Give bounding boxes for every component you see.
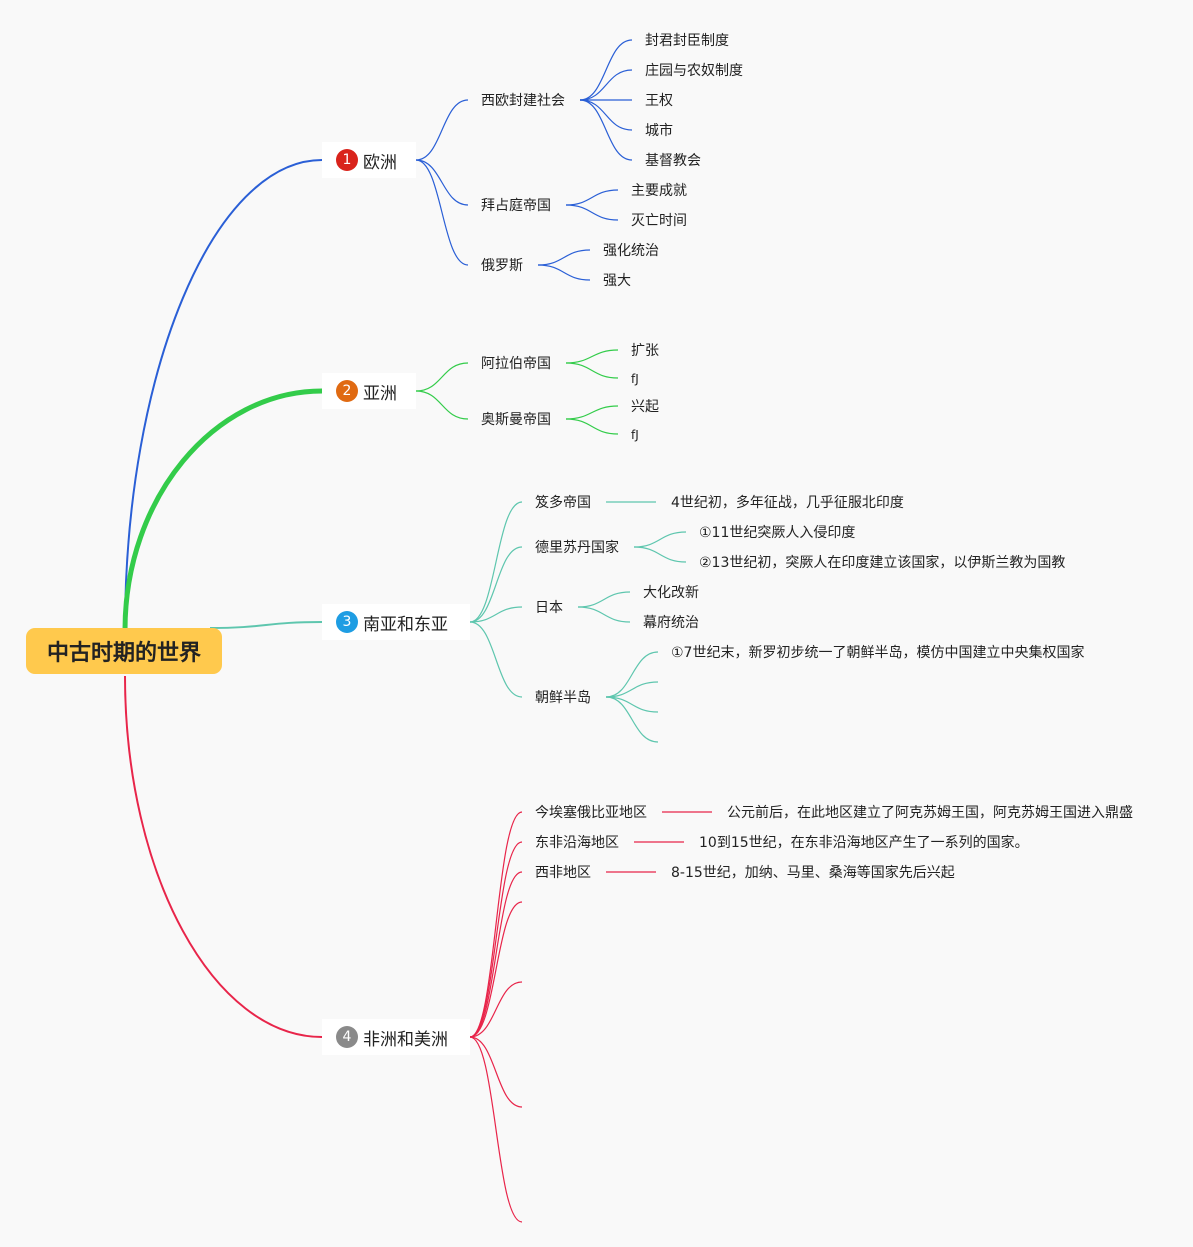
- number-badge: 2: [336, 380, 358, 402]
- node-west-africa[interactable]: 西非地区: [535, 865, 591, 881]
- connector-line: [537, 264, 591, 281]
- connector-line: [605, 696, 659, 743]
- connector-root-africa: [124, 675, 323, 1038]
- leaf[interactable]: 主要成就: [631, 183, 687, 199]
- connector-root-europe: [124, 159, 323, 631]
- connector-root-asia: [122, 388, 323, 631]
- leaf[interactable]: 10到15世纪，在东非沿海地区产生了一系列的国家。: [699, 835, 1029, 851]
- connector-line: [469, 841, 523, 1038]
- connector-line: [605, 696, 659, 713]
- connector-line: [577, 591, 631, 608]
- node-east-africa-coast[interactable]: 东非沿海地区: [535, 835, 619, 851]
- connector-line: [469, 606, 523, 623]
- connector-line: [565, 362, 619, 379]
- root-title: 中古时期的世界: [46, 641, 201, 666]
- leaf[interactable]: 兴起: [631, 399, 659, 415]
- connector-line: [469, 1036, 523, 1223]
- leaf[interactable]: 城市: [645, 123, 673, 139]
- leaf[interactable]: 扩张: [631, 343, 659, 359]
- leaf[interactable]: 基督教会: [645, 153, 701, 169]
- leaf[interactable]: 庄园与农奴制度: [645, 63, 743, 79]
- node-russia[interactable]: 俄罗斯: [481, 258, 523, 274]
- connector-line: [565, 204, 619, 221]
- connector-line: [565, 349, 619, 364]
- branch-label: 亚洲: [363, 383, 397, 404]
- number-badge: 1: [336, 149, 358, 171]
- node-ethiopia[interactable]: 今埃塞俄比亚地区: [535, 805, 647, 821]
- connector-line: [415, 99, 469, 161]
- connector-line: [469, 621, 523, 698]
- leaf[interactable]: 幕府统治: [643, 615, 699, 631]
- leaf[interactable]: 公元前后，在此地区建立了阿克苏姆王国，阿克苏姆王国进入鼎盛: [727, 805, 1133, 821]
- leaf[interactable]: 8-15世纪，加纳、马里、桑海等国家先后兴起: [671, 865, 955, 881]
- connector-line: [415, 159, 469, 206]
- connector-line: [469, 1036, 523, 1108]
- connector-line: [469, 871, 523, 1038]
- node-japan[interactable]: 日本: [535, 600, 563, 616]
- connector-line: [469, 981, 523, 1038]
- connector-line: [415, 159, 469, 266]
- branch-label: 南亚和东亚: [363, 614, 448, 635]
- connector-line: [565, 189, 619, 206]
- leaf[interactable]: 封君封臣制度: [645, 33, 729, 49]
- leaf[interactable]: 大化改新: [643, 585, 699, 601]
- leaf[interactable]: ①7世纪末，新罗初步统一了朝鲜半岛，模仿中国建立中央集权国家: [671, 645, 1085, 661]
- leaf[interactable]: 4世纪初，多年征战，几乎征服北印度: [671, 495, 904, 511]
- root-node[interactable]: 中古时期的世界: [26, 628, 222, 674]
- connector-line: [565, 418, 619, 435]
- number-badge: 4: [336, 1026, 358, 1048]
- connector-line: [469, 811, 523, 1038]
- connector-line: [579, 99, 633, 131]
- leaf[interactable]: fJ: [631, 372, 639, 386]
- node-arab-empire[interactable]: 阿拉伯帝国: [481, 356, 551, 372]
- branch-label: 非洲和美洲: [363, 1029, 448, 1050]
- node-gupta-empire[interactable]: 笈多帝国: [535, 495, 591, 511]
- connector-line: [469, 901, 523, 1038]
- connector-line: [633, 531, 687, 548]
- leaf[interactable]: fJ: [631, 428, 639, 442]
- connector-line: [415, 390, 469, 420]
- connector-root-south-asia: [209, 621, 323, 629]
- connector-line: [579, 39, 633, 101]
- node-west-europe-feudal[interactable]: 西欧封建社会: [481, 93, 565, 109]
- connector-line: [469, 546, 523, 623]
- number-badge: 3: [336, 611, 358, 633]
- branch-europe[interactable]: 1 欧洲: [322, 142, 416, 178]
- branch-africa-americas[interactable]: 4 非洲和美洲: [322, 1019, 470, 1055]
- node-delhi-sultanate[interactable]: 德里苏丹国家: [535, 540, 619, 556]
- connector-line: [577, 606, 631, 623]
- leaf[interactable]: 王权: [645, 93, 673, 109]
- node-byzantine[interactable]: 拜占庭帝国: [481, 198, 551, 214]
- leaf[interactable]: 灭亡时间: [631, 213, 687, 229]
- connector-line: [537, 249, 591, 266]
- leaf[interactable]: 强大: [603, 273, 631, 289]
- node-korean-peninsula[interactable]: 朝鲜半岛: [535, 690, 591, 706]
- connector-line: [633, 546, 687, 563]
- branch-south-east-asia[interactable]: 3 南亚和东亚: [322, 604, 470, 640]
- connector-line: [579, 69, 633, 101]
- connector-line: [605, 651, 659, 698]
- leaf[interactable]: ②13世纪初，突厥人在印度建立该国家，以伊斯兰教为国教: [699, 555, 1066, 571]
- connector-line: [469, 501, 523, 623]
- node-ottoman-empire[interactable]: 奥斯曼帝国: [481, 412, 551, 428]
- branch-label: 欧洲: [363, 152, 397, 173]
- connector-line: [605, 681, 659, 698]
- connector-line: [565, 405, 619, 420]
- branch-asia[interactable]: 2 亚洲: [322, 373, 416, 409]
- connector-line: [415, 362, 469, 392]
- leaf[interactable]: 强化统治: [603, 243, 659, 259]
- leaf[interactable]: ①11世纪突厥人入侵印度: [699, 525, 856, 541]
- connector-line: [579, 99, 633, 161]
